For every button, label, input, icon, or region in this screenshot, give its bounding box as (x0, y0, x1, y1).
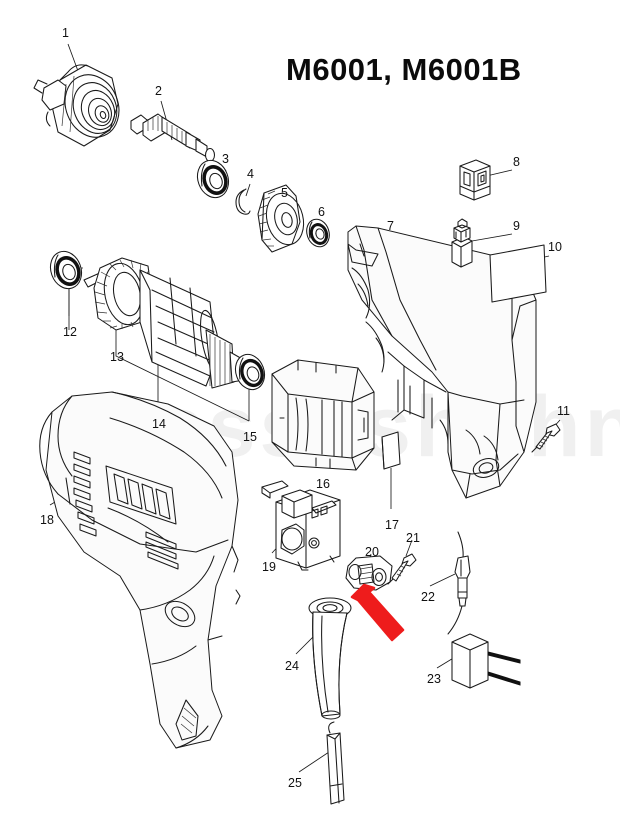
callout-13[interactable]: 13 (110, 350, 124, 364)
callout-11[interactable]: 11 (557, 404, 570, 418)
callout-15[interactable]: 15 (243, 430, 257, 444)
callout-20[interactable]: 20 (365, 545, 379, 559)
part-6-ball-bearing-small (306, 218, 330, 248)
part-24-cord-sleeve (308, 597, 352, 720)
callout-22[interactable]: 22 (421, 590, 435, 604)
part-18-motor-housing (39, 391, 241, 749)
part-17-insulator-plate (381, 431, 401, 470)
callout-5[interactable]: 5 (281, 186, 288, 200)
part-8-brush-holder-cap (459, 159, 491, 201)
part-5-spiral-bevel-gear (257, 184, 305, 253)
callout-3[interactable]: 3 (222, 152, 229, 166)
callout-1[interactable]: 1 (62, 26, 69, 40)
callout-9[interactable]: 9 (513, 219, 520, 233)
callout-4[interactable]: 4 (247, 167, 254, 181)
callout-16[interactable]: 16 (316, 477, 330, 491)
part-14-armature (83, 257, 263, 389)
callout-17[interactable]: 17 (385, 518, 399, 532)
callout-6[interactable]: 6 (318, 205, 325, 219)
callout-8[interactable]: 8 (513, 155, 520, 169)
callout-2[interactable]: 2 (155, 84, 162, 98)
part-19-switch-assembly (261, 480, 341, 571)
part-10-nameplate (489, 244, 547, 303)
part-21-pan-head-screw (387, 553, 417, 585)
page-title: M6001, M6001B (286, 52, 522, 87)
callout-7[interactable]: 7 (387, 219, 394, 233)
part-1-keyless-chuck (33, 64, 120, 147)
part-15-ball-bearing-front (234, 353, 266, 391)
callout-23[interactable]: 23 (427, 672, 441, 686)
callout-19[interactable]: 19 (262, 560, 276, 574)
part-25-cord-guard (326, 721, 345, 805)
part-9-carbon-brush (451, 218, 473, 268)
callout-25[interactable]: 25 (288, 776, 302, 790)
part-16-field-coil (271, 359, 375, 471)
callout-18[interactable]: 18 (40, 513, 54, 527)
callout-21[interactable]: 21 (406, 531, 420, 545)
callout-24[interactable]: 24 (285, 659, 299, 673)
part-22-noise-suppressor (447, 531, 471, 635)
callout-10[interactable]: 10 (548, 240, 562, 254)
part-20-cord-clamp (345, 555, 393, 591)
callout-12[interactable]: 12 (63, 325, 77, 339)
highlight-arrow (350, 583, 405, 642)
part-12-ball-bearing-rear (49, 250, 83, 290)
part-4-retaining-ring (235, 188, 251, 215)
part-11-tapping-screw (531, 423, 561, 453)
part-7-housing-half (347, 225, 537, 499)
part-3-ball-bearing (196, 159, 230, 199)
part-23-capacitor (451, 633, 521, 689)
part-2-spindle (130, 113, 216, 163)
callout-14[interactable]: 14 (152, 417, 166, 431)
